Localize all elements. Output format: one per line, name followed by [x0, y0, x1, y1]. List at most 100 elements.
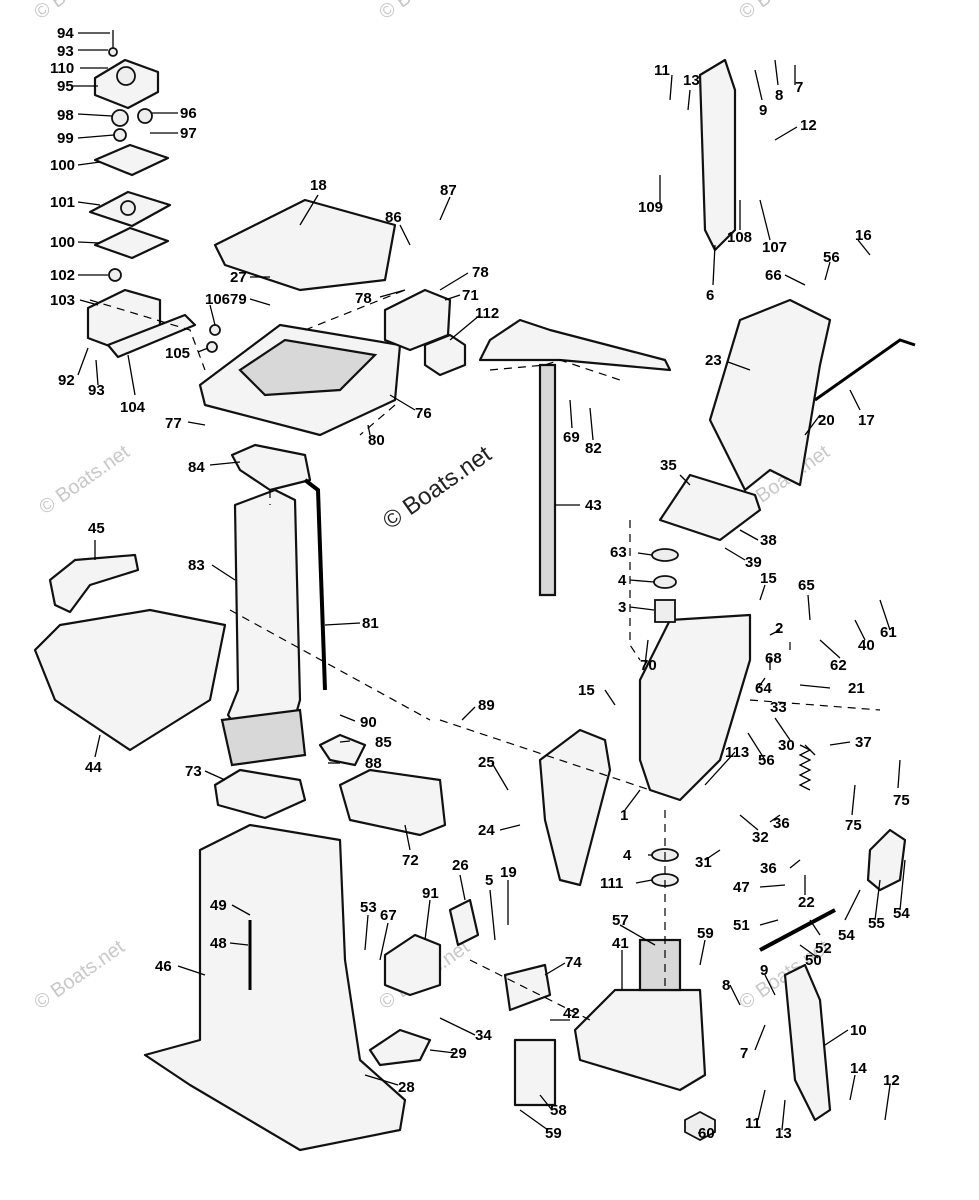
callout-label: 49 [210, 897, 227, 914]
callout-label: 75 [845, 817, 862, 834]
plate-26 [448, 898, 480, 947]
callout-label: 52 [815, 940, 832, 957]
callout-label: 59 [545, 1125, 562, 1142]
callout-label: 81 [362, 615, 379, 632]
callout-label: 47 [733, 879, 750, 896]
callout-label: 1 [620, 807, 628, 824]
callout-label: 24 [478, 822, 495, 839]
callout-label: 31 [695, 854, 712, 871]
callout-label: 99 [57, 130, 74, 147]
callout-label: 97 [180, 125, 197, 142]
watermark: © Boats.net [30, 0, 129, 24]
callout-label: 40 [858, 637, 875, 654]
callout-label: 56 [758, 752, 775, 769]
watermark: © Boats.net [375, 0, 474, 24]
callout-label: 60 [698, 1125, 715, 1142]
steering-arm [478, 318, 672, 372]
callout-label: 19 [500, 864, 517, 881]
callout-label: 29 [450, 1045, 467, 1062]
callout-label: 100 [50, 157, 75, 174]
callout-label: 88 [365, 755, 382, 772]
callout-label: 44 [85, 759, 102, 776]
callout-label: 39 [745, 554, 762, 571]
callout-label: 65 [798, 577, 815, 594]
callout-label: 104 [120, 399, 146, 416]
callout-label: 3 [618, 599, 626, 616]
callout-label: 110 [50, 60, 74, 77]
callout-label: 54 [893, 905, 910, 922]
callout-label: 80 [368, 432, 385, 449]
callout-label: 33 [770, 699, 787, 716]
callout-label: 41 [612, 935, 629, 952]
callout-label: 90 [360, 714, 377, 731]
callout-label: 11 [745, 1115, 761, 1132]
callout-label: 11 [654, 62, 670, 79]
shock-55 [866, 828, 907, 892]
part-drawings [33, 30, 916, 1152]
assembly-lines [89, 289, 881, 1021]
callout-label: 74 [565, 954, 582, 971]
callout-label: 98 [57, 107, 74, 124]
bracket-35 [658, 473, 762, 542]
gasket-100b [93, 226, 170, 260]
callout-label: 107 [762, 239, 787, 256]
trim-45 [48, 553, 140, 614]
callout-label: 82 [585, 440, 602, 457]
clamp-bracket-6 [698, 58, 737, 252]
callout-label: 64 [755, 680, 772, 697]
seal-73 [213, 768, 307, 820]
callout-label: 62 [830, 657, 847, 674]
callout-label: 43 [585, 497, 602, 514]
callout-label: 108 [727, 229, 752, 246]
callout-label: 20 [818, 412, 835, 429]
callout-label: 69 [563, 429, 580, 446]
callout-label: 15 [760, 570, 777, 587]
callout-label: 79 [230, 291, 247, 308]
callout-label: 67 [380, 907, 397, 924]
watermark: © Boats.net [30, 936, 129, 1014]
callout-label: 10 [850, 1022, 867, 1039]
callout-label: 112 [475, 305, 499, 322]
callout-label: 87 [440, 182, 457, 199]
block-57 [638, 938, 682, 992]
callout-label: 86 [385, 209, 402, 226]
callout-label: 6 [706, 287, 714, 304]
cover-72 [338, 768, 447, 837]
callout-label: 7 [740, 1045, 748, 1062]
strap-74 [503, 963, 552, 1012]
callout-label: 76 [415, 405, 432, 422]
callout-label: 48 [210, 935, 227, 952]
callout-label: 30 [778, 737, 795, 754]
callout-label: 95 [57, 78, 74, 95]
callout-label: 92 [58, 372, 75, 389]
callout-label: 83 [188, 557, 205, 574]
callout-label: 109 [638, 199, 663, 216]
callout-label: 16 [855, 227, 872, 244]
callout-label: 73 [185, 763, 202, 780]
callout-label: 78 [472, 264, 489, 281]
callout-label: 50 [805, 952, 822, 969]
callout-label: 89 [478, 697, 495, 714]
callout-label: 14 [850, 1060, 867, 1077]
pad-58 [513, 1038, 557, 1107]
callout-label: 37 [855, 734, 872, 751]
callout-label: 94 [57, 25, 74, 42]
callout-label: 100 [50, 234, 75, 251]
callout-label: 9 [759, 102, 767, 119]
callout-label: 4 [618, 572, 627, 589]
callout-label: 28 [398, 1079, 415, 1096]
callout-label: 34 [475, 1027, 492, 1044]
callout-label: 42 [563, 1005, 580, 1022]
gasket-18 [213, 198, 397, 292]
callout-label: 8 [722, 977, 730, 994]
steering-shaft-43 [538, 363, 557, 597]
callout-label: 55 [868, 915, 885, 932]
callout-label: 5 [485, 872, 493, 889]
exhaust-housing-46 [143, 823, 407, 1152]
callout-label: 57 [612, 912, 629, 929]
callout-label: 84 [188, 459, 205, 476]
callout-label: 13 [683, 72, 700, 89]
callout-label: 25 [478, 754, 495, 771]
callout-label: 23 [705, 352, 722, 369]
callout-label: 27 [230, 269, 247, 286]
